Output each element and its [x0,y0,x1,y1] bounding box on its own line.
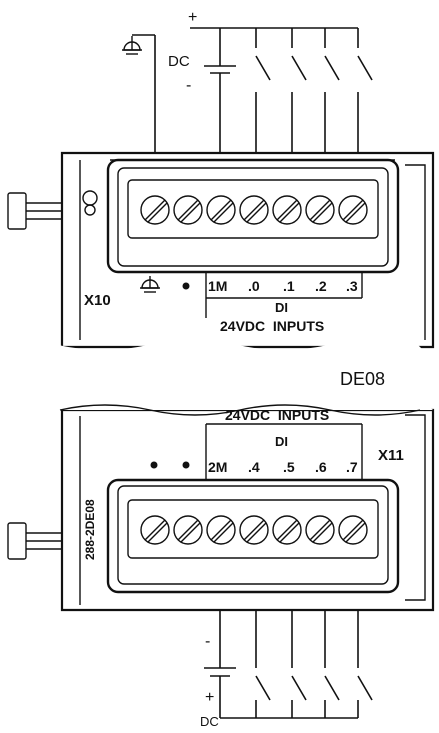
din-clip-icon [7,192,62,230]
bottom-supply-minus: - [205,633,210,650]
screw-terminal-icon [173,195,203,225]
top-terminal-1: .1 [283,278,295,294]
top-logo-icon [82,190,98,216]
top-terminal-1M: 1M [208,278,227,294]
switch-icon [255,55,373,81]
top-supply-minus: - [186,77,191,94]
screw-terminal-icon [272,515,302,545]
screw-terminal-icon [206,195,236,225]
bottom-terminal-5: .5 [283,459,295,475]
screw-terminal-icon [239,195,269,225]
top-bus-wires [220,27,359,48]
bottom-supply-plus: + [205,689,214,706]
top-terminal-bracket [205,272,363,318]
bottom-terminal-labels: 2M .4 .5 .6 .7 [208,459,358,475]
bottom-terminal-4: .4 [248,459,260,475]
bottom-terminal-2M: 2M [208,459,227,475]
bottom-group-label: DI [275,434,288,449]
screw-terminal-icon [239,515,269,545]
screw-terminal-icon [140,515,170,545]
top-group-label: DI [275,300,288,315]
bottom-connector-id: X11 [378,447,404,464]
din-clip-icon [7,522,62,560]
bottom-terminal-bracket [205,423,363,480]
screw-terminal-icon [206,515,236,545]
screw-terminal-icon [140,195,170,225]
screw-terminal-icon [173,515,203,545]
top-ground-wire [132,34,156,153]
bottom-terminal-7: .7 [346,459,358,475]
top-inputs-label: 24VDC INPUTS [220,318,324,334]
top-terminal-labels: 1M .0 .1 .2 .3 [208,278,358,294]
dot-icon [182,461,190,469]
top-screw-terminals [140,195,368,225]
dot-icon [150,461,158,469]
top-connector-id: X10 [84,292,111,309]
top-terminal-2: .2 [315,278,327,294]
top-terminal-0: .0 [248,278,260,294]
top-input-wires [255,92,359,153]
bottom-inputs-label: 24VDC INPUTS [225,407,329,423]
bottom-input-wires [255,610,359,668]
ground-icon [122,36,142,55]
bottom-screw-terminals [140,515,368,545]
bottom-supply-label: DC [200,714,219,729]
bottom-part-number: 288-2DE08 [83,499,97,560]
top-dc-supply: + DC - [168,9,236,153]
screw-terminal-icon [305,195,335,225]
module-name: DE08 [340,369,385,389]
screw-terminal-icon [305,515,335,545]
switch-icon [255,675,373,701]
screw-terminal-icon [338,515,368,545]
screw-terminal-icon [338,195,368,225]
bottom-bus-wires [255,700,359,718]
screw-terminal-icon [272,195,302,225]
bottom-terminal-6: .6 [315,459,327,475]
ground-icon [140,276,160,293]
top-supply-label: DC [168,53,190,70]
top-terminal-3: .3 [346,278,358,294]
bottom-supply-wire: - + DC [200,610,358,729]
top-supply-plus: + [188,9,197,26]
dot-icon [182,282,190,290]
